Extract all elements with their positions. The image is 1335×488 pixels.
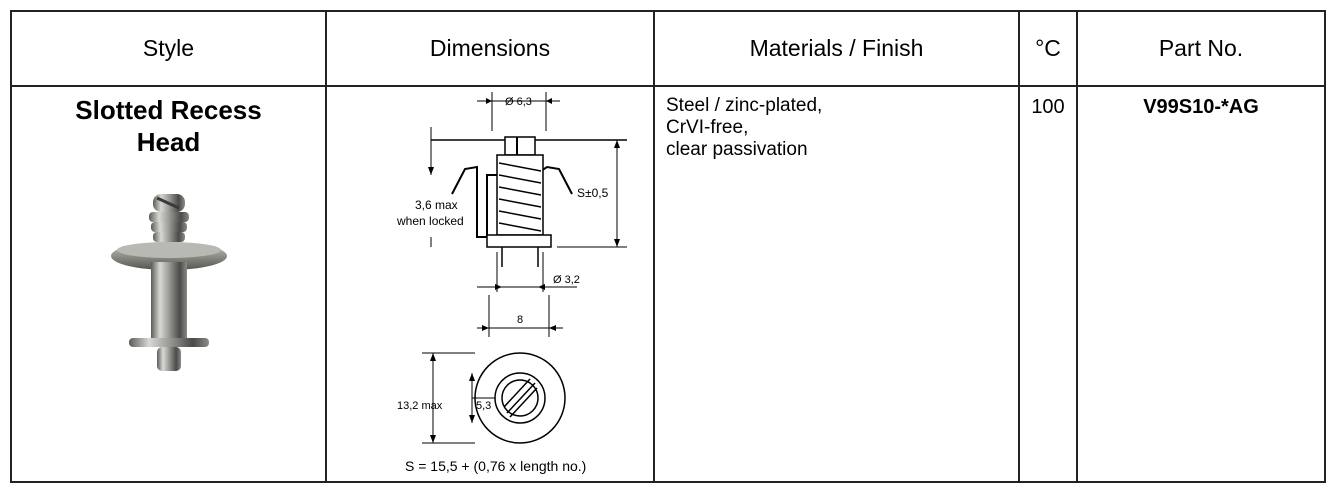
- dim-s-tolerance: S±0,5: [577, 186, 609, 200]
- dimension-drawing: Ø 6,3 S±0,5: [396, 92, 627, 474]
- dim-formula: S = 15,5 + (0,76 x length no.): [405, 458, 586, 474]
- materials-cell: Steel / zinc-plated, CrVI-free, clear pa…: [653, 85, 1020, 483]
- temp-value: 100: [1031, 96, 1065, 118]
- style-name: Slotted Recess Head: [75, 95, 262, 157]
- dim-inner: 5,3: [476, 400, 491, 412]
- header-style: Style: [10, 10, 327, 87]
- header-temp: °C: [1018, 10, 1078, 87]
- header-materials: Materials / Finish: [653, 10, 1020, 87]
- temp-cell: 100: [1018, 85, 1078, 483]
- dim-max-locked-1: 3,6 max: [415, 198, 458, 212]
- header-row: Style Dimensions Materials / Finish °C P…: [10, 10, 1326, 87]
- materials-text: Steel / zinc-plated, CrVI-free, clear pa…: [666, 95, 823, 160]
- product-row: Slotted Recess Head: [10, 85, 1326, 483]
- fastener-photo: [110, 194, 227, 371]
- dim-width: 8: [517, 314, 523, 326]
- style-cell: Slotted Recess Head: [10, 85, 327, 483]
- part-cell: V99S10-*AG: [1076, 85, 1326, 483]
- dimensions-cell: Ø 6,3 S±0,5: [325, 85, 655, 483]
- header-dimensions: Dimensions: [325, 10, 655, 87]
- dim-max-locked-2: when locked: [396, 214, 464, 228]
- dim-bottom-diameter: Ø 3,2: [553, 274, 580, 286]
- spec-table: Style Dimensions Materials / Finish °C P…: [10, 10, 1326, 483]
- dim-top-diameter: Ø 6,3: [505, 96, 532, 108]
- dim-height-max: 13,2 max: [397, 400, 443, 412]
- part-number: V99S10-*AG: [1143, 96, 1259, 118]
- header-part-no: Part No.: [1076, 10, 1326, 87]
